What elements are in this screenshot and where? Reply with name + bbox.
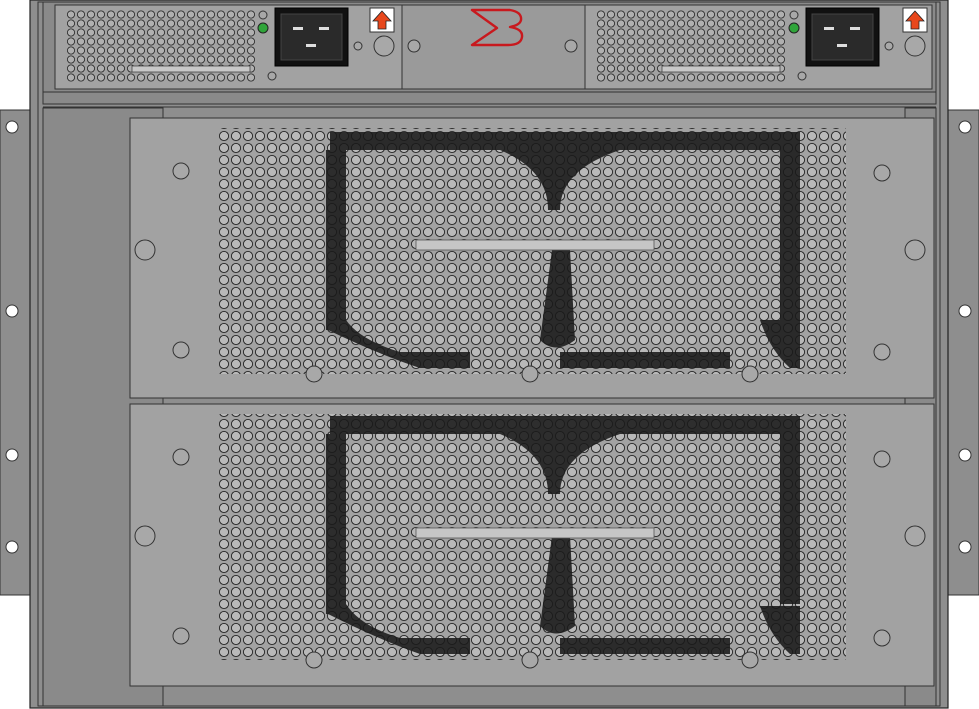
logo-panel — [401, 4, 586, 90]
rack-screw-hole — [5, 120, 19, 134]
power-inlet-icon[interactable] — [274, 7, 349, 67]
psu-latch-screw[interactable] — [904, 35, 926, 57]
right-rack-ear — [946, 109, 979, 596]
captive-screw[interactable] — [134, 239, 156, 261]
power-supply-1[interactable] — [54, 4, 403, 90]
psu-latch-screw[interactable] — [373, 35, 395, 57]
rack-screw-hole — [958, 304, 972, 318]
rack-screw-hole — [958, 448, 972, 462]
fan-module-handle[interactable] — [415, 239, 655, 251]
rack-screw-hole — [5, 304, 19, 318]
rack-screw-hole — [958, 540, 972, 554]
fan-blade-shadow — [326, 132, 800, 368]
arrow-up-warning-icon — [369, 7, 395, 33]
power-inlet-icon[interactable] — [805, 7, 880, 67]
psu-status-led — [257, 22, 269, 34]
psu-handle[interactable] — [131, 65, 251, 73]
captive-screw[interactable] — [134, 525, 156, 547]
power-supply-2[interactable] — [584, 4, 933, 90]
psu-status-led — [788, 22, 800, 34]
fan-module-1[interactable] — [129, 117, 935, 399]
arrow-up-warning-icon — [902, 7, 928, 33]
psu-handle[interactable] — [661, 65, 781, 73]
fan-module-2[interactable] — [129, 403, 935, 687]
captive-screw[interactable] — [904, 525, 926, 547]
left-rack-ear — [0, 109, 33, 596]
fan-blade-shadow — [326, 416, 800, 654]
rack-screw-hole — [958, 120, 972, 134]
brocade-b-logo — [470, 8, 524, 47]
rack-screw-hole — [5, 448, 19, 462]
fan-module-handle[interactable] — [415, 527, 655, 539]
captive-screw[interactable] — [904, 239, 926, 261]
rack-screw-hole — [5, 540, 19, 554]
